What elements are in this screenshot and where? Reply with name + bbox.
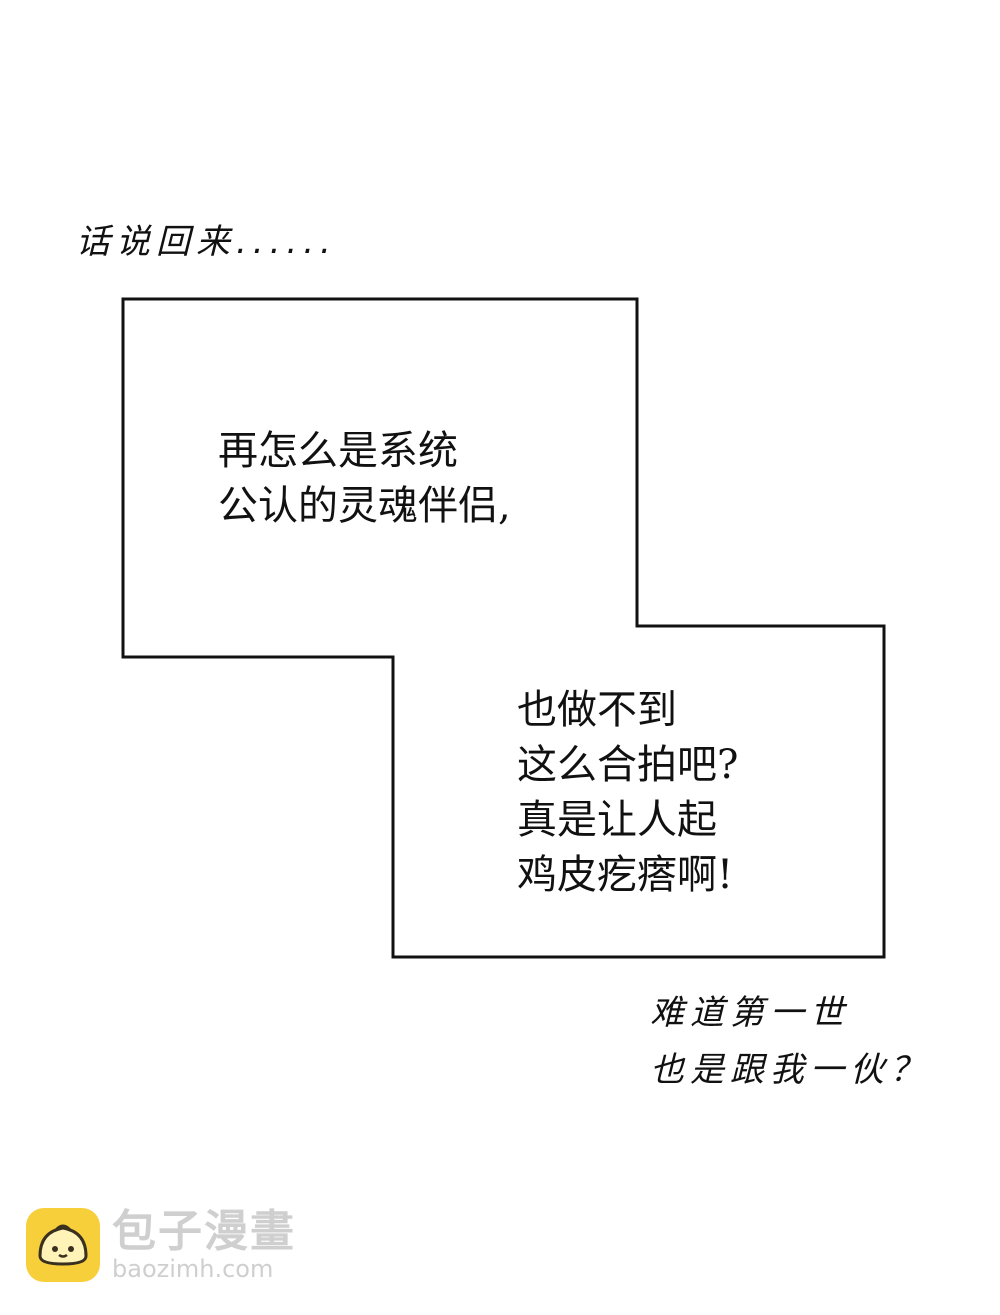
- watermark-url: baozimh.com: [112, 1255, 274, 1283]
- panel-text-line: 公认的灵魂伴侣,: [218, 483, 511, 529]
- panel-text-line: 也做不到: [517, 687, 677, 733]
- watermark: 包子漫畫 baozimh.com: [26, 1208, 296, 1282]
- steamed-bun-icon: [26, 1208, 100, 1282]
- panel-text-line: 真是让人起: [517, 797, 717, 843]
- panel-text-line: 鸡皮疙瘩啊!: [517, 852, 734, 898]
- panel-text-line: 再怎么是系统: [218, 428, 458, 474]
- panel-text-line: 这么合拍吧?: [517, 742, 739, 788]
- caption-bottom: 难道第一世 也是跟我一伙？: [650, 985, 930, 1099]
- watermark-text: 包子漫畫 baozimh.com: [112, 1206, 296, 1283]
- panel-text-block-1: 再怎么是系统 公认的灵魂伴侣,: [218, 424, 511, 534]
- panel-text-block-2: 也做不到 这么合拍吧? 真是让人起 鸡皮疙瘩啊!: [517, 683, 738, 903]
- watermark-name: 包子漫畫: [112, 1206, 296, 1257]
- caption-bottom-line: 也是跟我一伙？: [650, 1050, 930, 1090]
- caption-top: 话说回来......: [76, 222, 337, 262]
- caption-bottom-line: 难道第一世: [650, 993, 850, 1033]
